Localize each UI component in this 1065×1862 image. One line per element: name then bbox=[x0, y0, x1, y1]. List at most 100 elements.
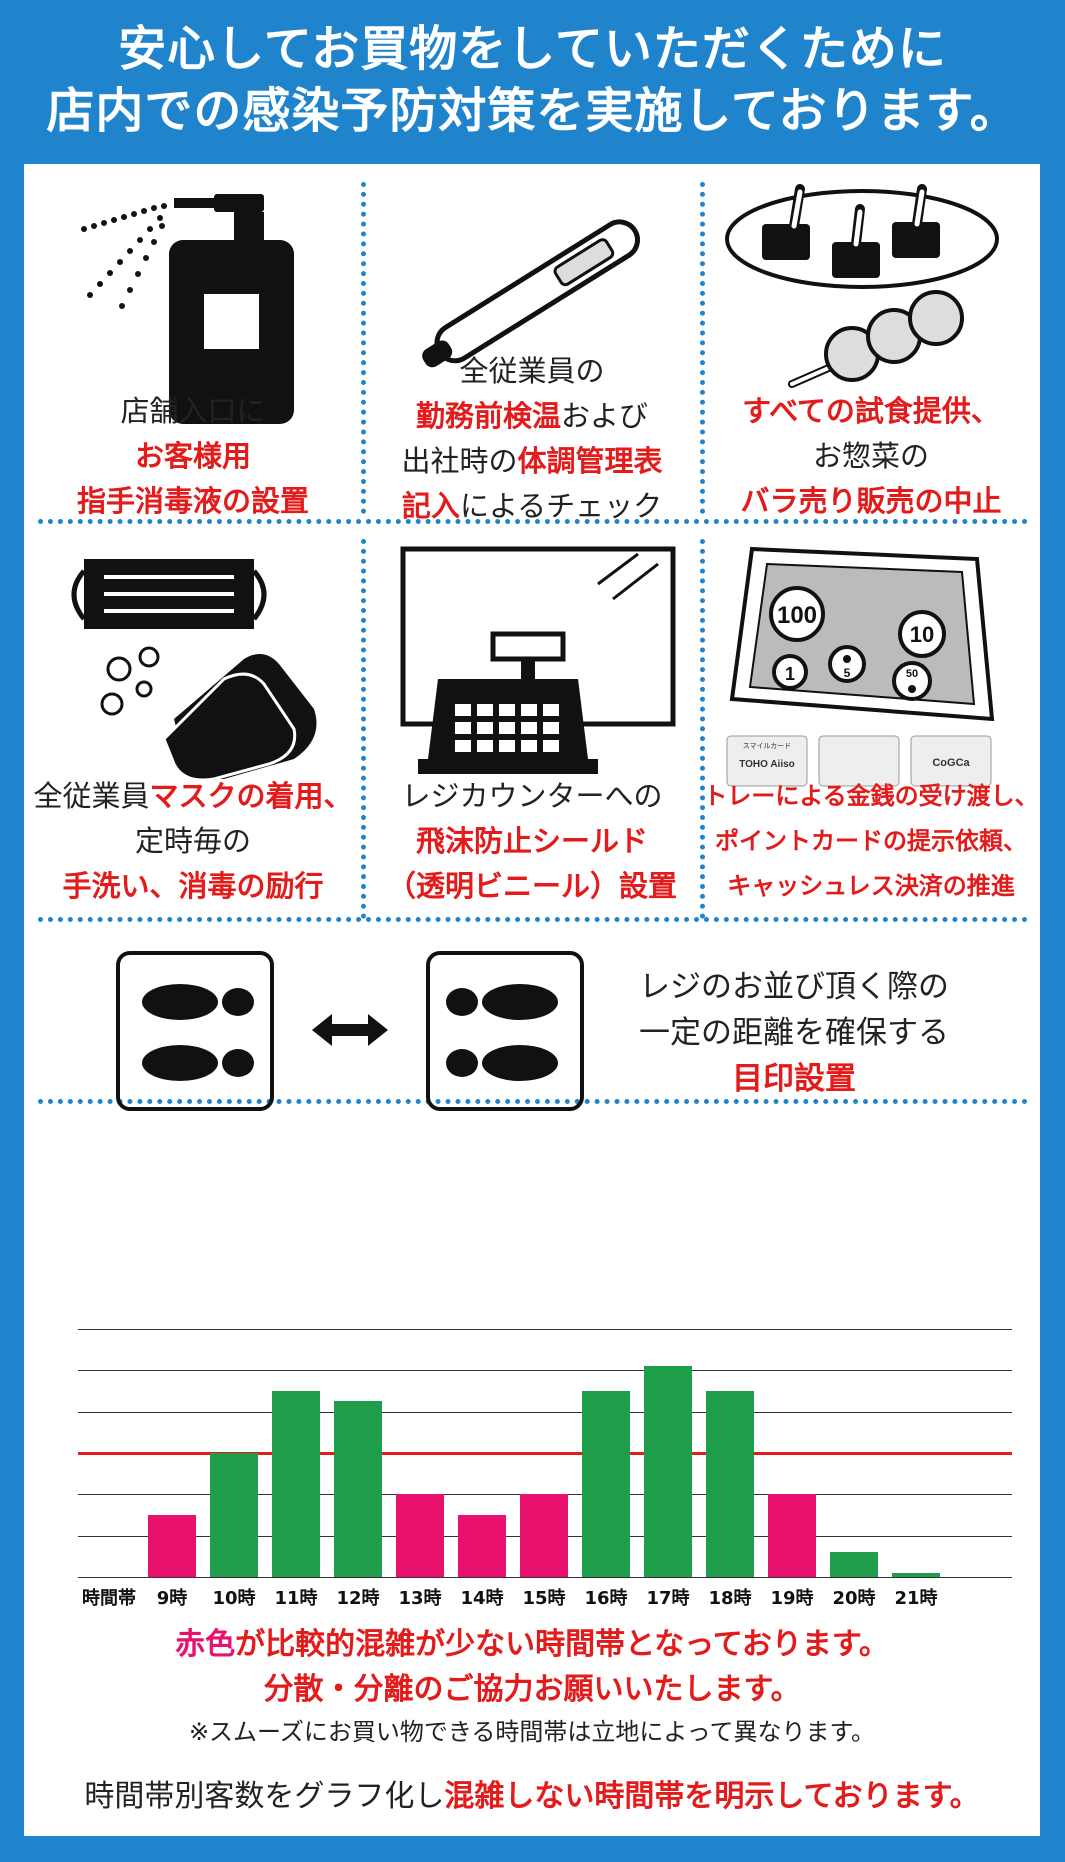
note-request: 分散・分離のご協力お願いいたします。 bbox=[263, 1672, 801, 1707]
gridline bbox=[78, 1370, 1012, 1372]
cell-mask-handwash: 全従業員マスクの着用、 定時毎の 手洗い、消毒の励行 bbox=[24, 529, 362, 919]
footprint-marker-right bbox=[426, 951, 584, 1111]
card-cogca: CoGCa bbox=[932, 757, 970, 769]
double-arrow-icon bbox=[312, 1014, 388, 1046]
x-tick-label: 17時 bbox=[646, 1588, 690, 1609]
threshold-line bbox=[78, 1452, 1012, 1455]
caption-text: 定時毎の bbox=[134, 824, 251, 858]
cell-sanitizer: 店舗入口に お客様用 指手消毒液の設置 bbox=[24, 164, 362, 519]
bar-19時 bbox=[768, 1494, 816, 1577]
caption-text: キャッシュレス決済の推進 bbox=[727, 872, 1015, 900]
cell-cashless: 100 10 1 5 50 スマイルカード TOHO Aiiso CoGCa ト… bbox=[702, 529, 1040, 919]
bar-17時 bbox=[644, 1366, 692, 1577]
separator bbox=[38, 917, 1028, 922]
coin-1: 1 bbox=[785, 664, 795, 684]
bar-9時 bbox=[148, 1515, 196, 1577]
separator bbox=[38, 519, 1028, 524]
note-red-word: 赤色 bbox=[175, 1627, 236, 1662]
gridline bbox=[78, 1329, 1012, 1330]
card-toho: TOHO Aiiso bbox=[739, 759, 795, 770]
cell-caption: 全従業員マスクの着用、 定時毎の 手洗い、消毒の励行 bbox=[24, 774, 362, 909]
thermometer-icon bbox=[422, 219, 641, 368]
note-red-rest: が比較的混雑が少ない時間帯となっております。 bbox=[235, 1627, 889, 1662]
coin-5: 5 bbox=[844, 666, 851, 680]
x-tick-label: 21時 bbox=[894, 1588, 938, 1609]
caption-text: および bbox=[561, 399, 649, 433]
customer-count-chart bbox=[24, 1329, 1040, 1589]
content-panel: 店舗入口に お客様用 指手消毒液の設置 全従業員の 勤務前検温および 出社時の体… bbox=[24, 164, 1040, 1836]
card-smile: スマイルカード bbox=[743, 742, 792, 750]
x-tick-label: 9時 bbox=[156, 1588, 188, 1609]
separator bbox=[38, 1099, 1028, 1104]
cell-caption: レジカウンターへの 飛沫防止シールド （透明ビニール）設置 bbox=[363, 774, 701, 909]
money-tray-icon: 100 10 1 5 50 スマイルカード TOHO Aiiso CoGCa bbox=[726, 546, 995, 787]
x-tick-label: 14時 bbox=[460, 1588, 504, 1609]
caption-text: すべての試食提供、 bbox=[742, 394, 1000, 428]
cell-caption: トレーによる金銭の受け渡し、 ポイントカードの提示依頼、 キャッシュレス決済の推… bbox=[702, 774, 1040, 909]
caption-text: 勤務前検温 bbox=[415, 399, 561, 433]
x-tick-label: 18時 bbox=[708, 1588, 752, 1609]
header-title: 安心してお買物をしていただくために 店内での感染予防対策を実施しております。 bbox=[0, 0, 1065, 160]
coin-50: 50 bbox=[906, 668, 918, 680]
header-line-1: 安心してお買物をしていただくために bbox=[118, 21, 947, 77]
caption-text: によるチェック bbox=[459, 489, 663, 523]
bar-13時 bbox=[396, 1494, 444, 1577]
bar-16時 bbox=[582, 1391, 630, 1577]
bar-12時 bbox=[334, 1401, 382, 1577]
caption-text: 記入 bbox=[401, 489, 460, 523]
bar-20時 bbox=[830, 1552, 878, 1577]
caption-text: マスクの着用、 bbox=[149, 779, 353, 813]
note-disclaimer: ※スムーズにお買い物できる時間帯は立地によって異なります。 bbox=[188, 1718, 876, 1746]
x-tick-label: 16時 bbox=[584, 1588, 628, 1609]
measures-grid: 店舗入口に お客様用 指手消毒液の設置 全従業員の 勤務前検温および 出社時の体… bbox=[24, 164, 1040, 1247]
mask-icon bbox=[71, 559, 317, 779]
caption-text: 全従業員の bbox=[459, 354, 605, 388]
separator bbox=[361, 182, 366, 514]
x-tick-label: 11時 bbox=[274, 1588, 318, 1609]
separator bbox=[700, 539, 705, 919]
footprints-icon bbox=[446, 984, 558, 1081]
bubbles-icon bbox=[100, 646, 160, 716]
caption-text: 手洗い、消毒の励行 bbox=[62, 869, 324, 903]
marker-line-1: レジのお並び頂く際の bbox=[639, 969, 949, 1005]
cell-caption: すべての試食提供、 お惣菜の バラ売り販売の中止 bbox=[702, 389, 1040, 524]
header-line-2: 店内での感染予防対策を実施しております。 bbox=[46, 83, 1019, 139]
x-axis-label: 時間帯 bbox=[82, 1588, 136, 1609]
caption-text: 指手消毒液の設置 bbox=[76, 484, 309, 518]
caption-text: 全従業員 bbox=[33, 779, 150, 813]
x-tick-label: 10時 bbox=[212, 1588, 256, 1609]
cell-caption: 店舗入口に お客様用 指手消毒液の設置 bbox=[24, 389, 362, 524]
marker-line-2: 一定の距離を確保する bbox=[639, 1015, 949, 1051]
bar-15時 bbox=[520, 1494, 568, 1577]
caption-text: レジカウンターへの bbox=[401, 779, 663, 813]
note-summary: 時間帯別客数をグラフ化し混雑しない時間帯を明示しております。 bbox=[24, 1774, 1040, 1820]
x-tick-label: 12時 bbox=[336, 1588, 380, 1609]
gridline bbox=[78, 1577, 1012, 1578]
bar-11時 bbox=[272, 1391, 320, 1577]
caption-text: お惣菜の bbox=[812, 439, 929, 473]
note-summary-a: 時間帯別客数をグラフ化し bbox=[84, 1779, 445, 1814]
gridline bbox=[78, 1411, 1012, 1413]
coin-10: 10 bbox=[910, 622, 934, 647]
note-summary-b: 混雑しない時間帯を明示しております。 bbox=[444, 1779, 980, 1814]
caption-text: 店舗入口に bbox=[120, 394, 266, 428]
bar-14時 bbox=[458, 1515, 506, 1577]
bar-10時 bbox=[210, 1453, 258, 1577]
caption-text: ポイントカードの提示依頼、 bbox=[715, 827, 1027, 855]
cell-caption: 全従業員の 勤務前検温および 出社時の体調管理表 記入によるチェック bbox=[363, 349, 701, 529]
coin-100: 100 bbox=[777, 602, 817, 629]
note-red-meaning: 赤色が比較的混雑が少ない時間帯となっております。 bbox=[24, 1624, 1040, 1666]
caption-text: お客様用 bbox=[134, 439, 251, 473]
marker-line-3: 目印設置 bbox=[732, 1061, 856, 1097]
separator bbox=[700, 182, 705, 514]
marker-caption: レジのお並び頂く際の 一定の距離を確保する 目印設置 bbox=[614, 964, 974, 1102]
separator bbox=[361, 539, 366, 919]
footprints-icon bbox=[142, 984, 254, 1081]
caption-text: 体調管理表 bbox=[517, 444, 663, 478]
bar-18時 bbox=[706, 1391, 754, 1577]
bar-21時 bbox=[892, 1572, 940, 1577]
cell-register-shield: レジカウンターへの 飛沫防止シールド （透明ビニール）設置 bbox=[363, 529, 701, 919]
caption-text: 出社時の bbox=[401, 444, 518, 478]
cell-no-samples: すべての試食提供、 お惣菜の バラ売り販売の中止 bbox=[702, 164, 1040, 519]
